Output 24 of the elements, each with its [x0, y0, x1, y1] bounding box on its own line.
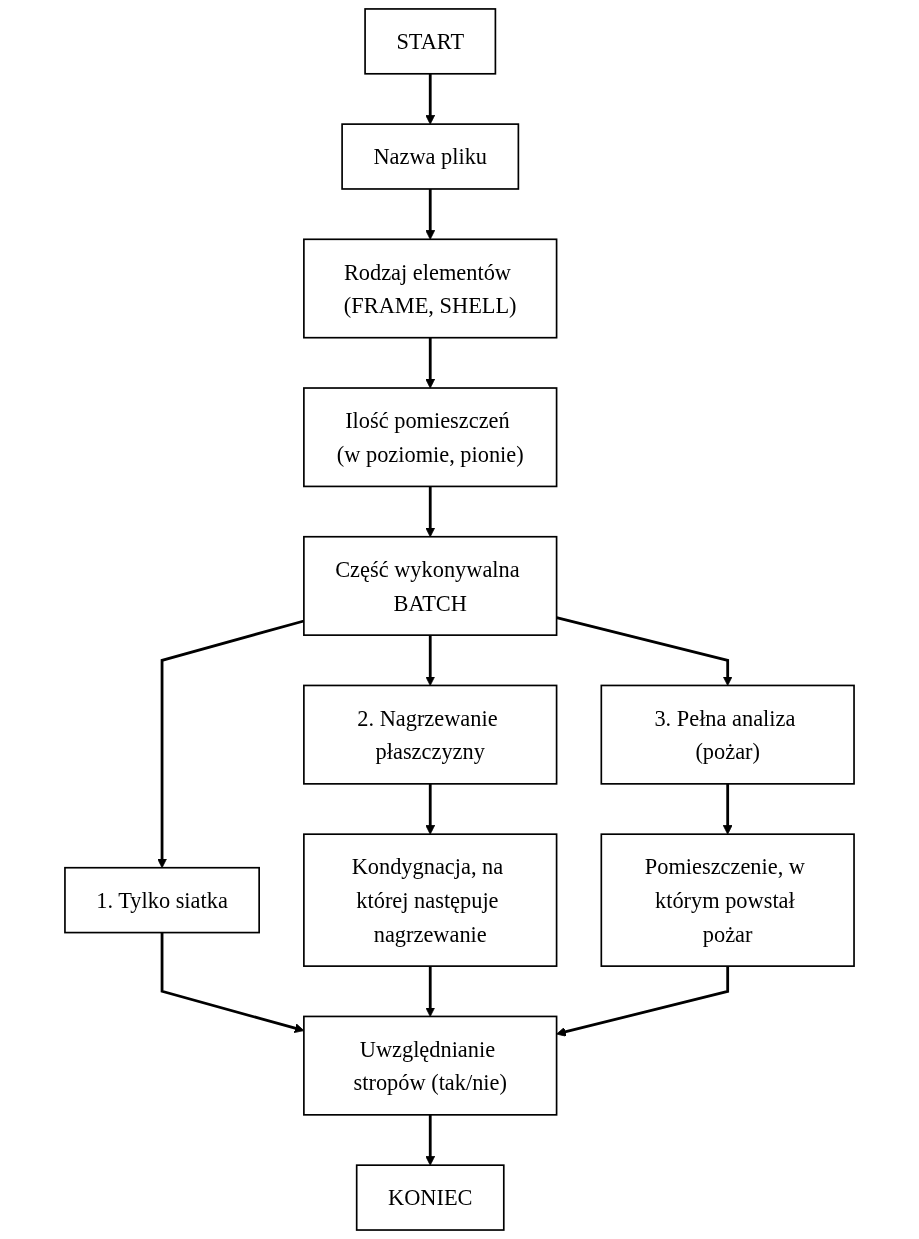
node-box: [341, 123, 520, 190]
arrow: [556, 966, 730, 1037]
node-box: [64, 866, 260, 934]
arrow: [556, 616, 733, 686]
node-box: [303, 238, 558, 339]
arrow: [425, 635, 436, 686]
arrow: [425, 1114, 436, 1166]
flowchart: START Nazwa pliku Rodzaj elementów (FRAME, SHELL) Ilość pomieszczeń (w poziomie, pionie) Część wykonywalna BATCH 1. Tylko siatka 2. Nagrzewanie płaszczyzny 3. Pełna analiza (pożar) Kondygnacja, na której następuje nagrzewanie Pomieszczenie, w którym powstał pożar Uwzględnianie stropów (tak/nie) KONIEC: [56, 0, 863, 1239]
node-box: [303, 684, 558, 785]
node-box: [364, 8, 497, 75]
node-box: [355, 1164, 505, 1231]
node-box: [303, 833, 558, 967]
node-box: [600, 833, 855, 967]
arrow: [425, 966, 436, 1017]
arrow: [722, 783, 733, 835]
arrow: [425, 189, 436, 240]
node-box: [303, 535, 558, 636]
node-box: [600, 684, 855, 785]
arrow: [425, 783, 436, 835]
arrow: [425, 337, 436, 389]
arrow: [425, 486, 436, 538]
arrow: [425, 73, 436, 125]
node-box: [303, 387, 558, 488]
node-box: [303, 1015, 558, 1116]
